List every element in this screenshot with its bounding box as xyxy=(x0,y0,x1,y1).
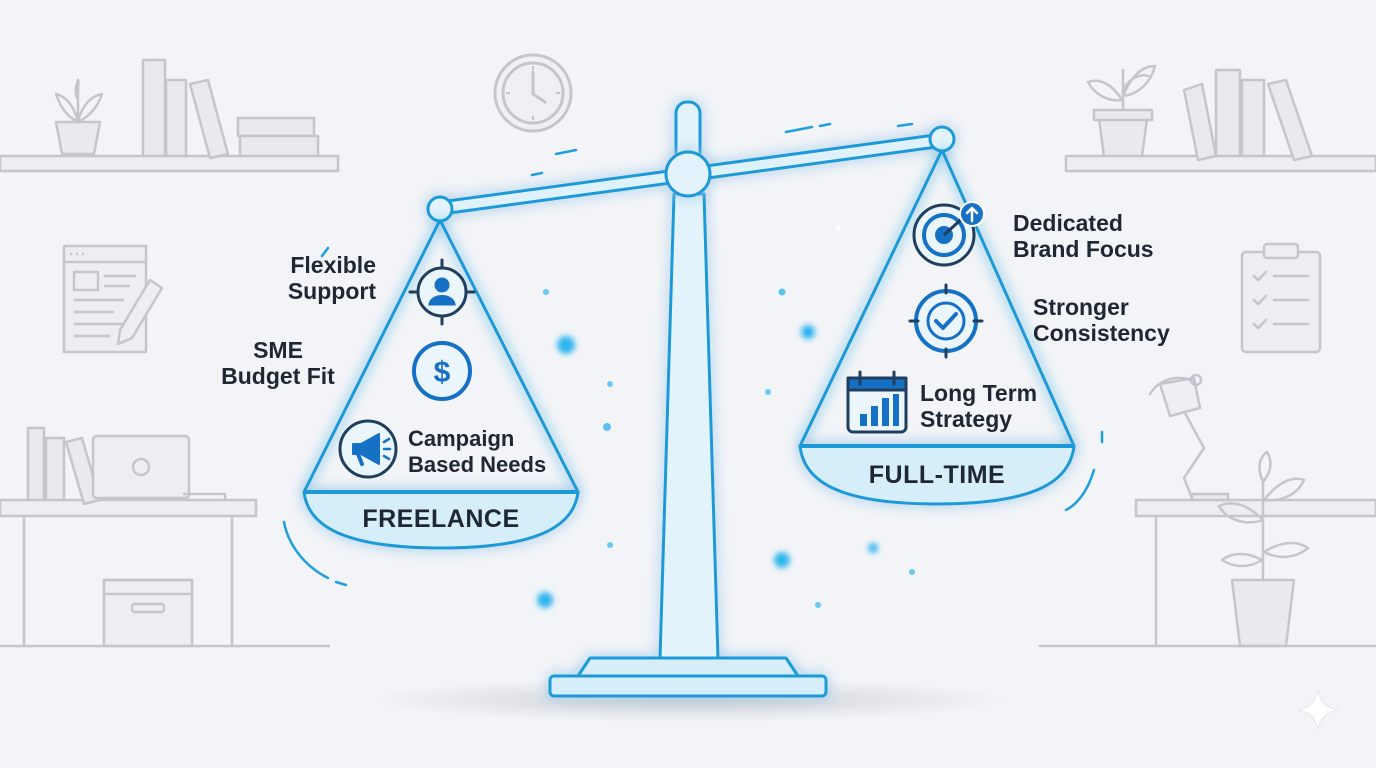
scale-stand xyxy=(548,100,828,698)
dollar-coin-icon: $ xyxy=(412,341,472,401)
sparkle-icon xyxy=(1297,689,1339,731)
background-left-desk xyxy=(0,426,330,648)
decorative-dashes xyxy=(282,122,1104,587)
background-clipboard xyxy=(1240,242,1322,354)
right-pan xyxy=(798,149,1076,506)
background-right-desk xyxy=(1038,373,1376,648)
background-document xyxy=(62,244,164,354)
label-stronger-consistency: Stronger Consistency xyxy=(1033,294,1170,346)
checkmark-target-icon xyxy=(908,283,984,359)
background-clock xyxy=(493,53,573,133)
background-right-shelf xyxy=(1064,64,1376,173)
label-campaign-based-needs: Campaign Based Needs xyxy=(408,426,547,477)
label-flexible-support: Flexible Support xyxy=(287,252,376,304)
left-pan xyxy=(302,219,580,550)
svg-text:$: $ xyxy=(434,356,451,389)
label-dedicated-brand-focus: Dedicated Brand Focus xyxy=(1013,210,1154,262)
freelance-pan-title: FREELANCE xyxy=(362,505,520,533)
megaphone-icon xyxy=(338,419,398,479)
decorative-particles xyxy=(537,225,915,608)
calendar-chart-icon xyxy=(846,370,908,434)
scale-beam xyxy=(426,125,956,223)
full-time-pan-title: FULL-TIME xyxy=(868,461,1006,489)
bullseye-icon xyxy=(912,201,985,267)
user-target-icon xyxy=(408,258,476,326)
label-sme-budget-fit: SME Budget Fit xyxy=(221,337,335,389)
background-left-shelf xyxy=(0,58,340,173)
label-long-term-strategy: Long Term Strategy xyxy=(920,380,1038,432)
